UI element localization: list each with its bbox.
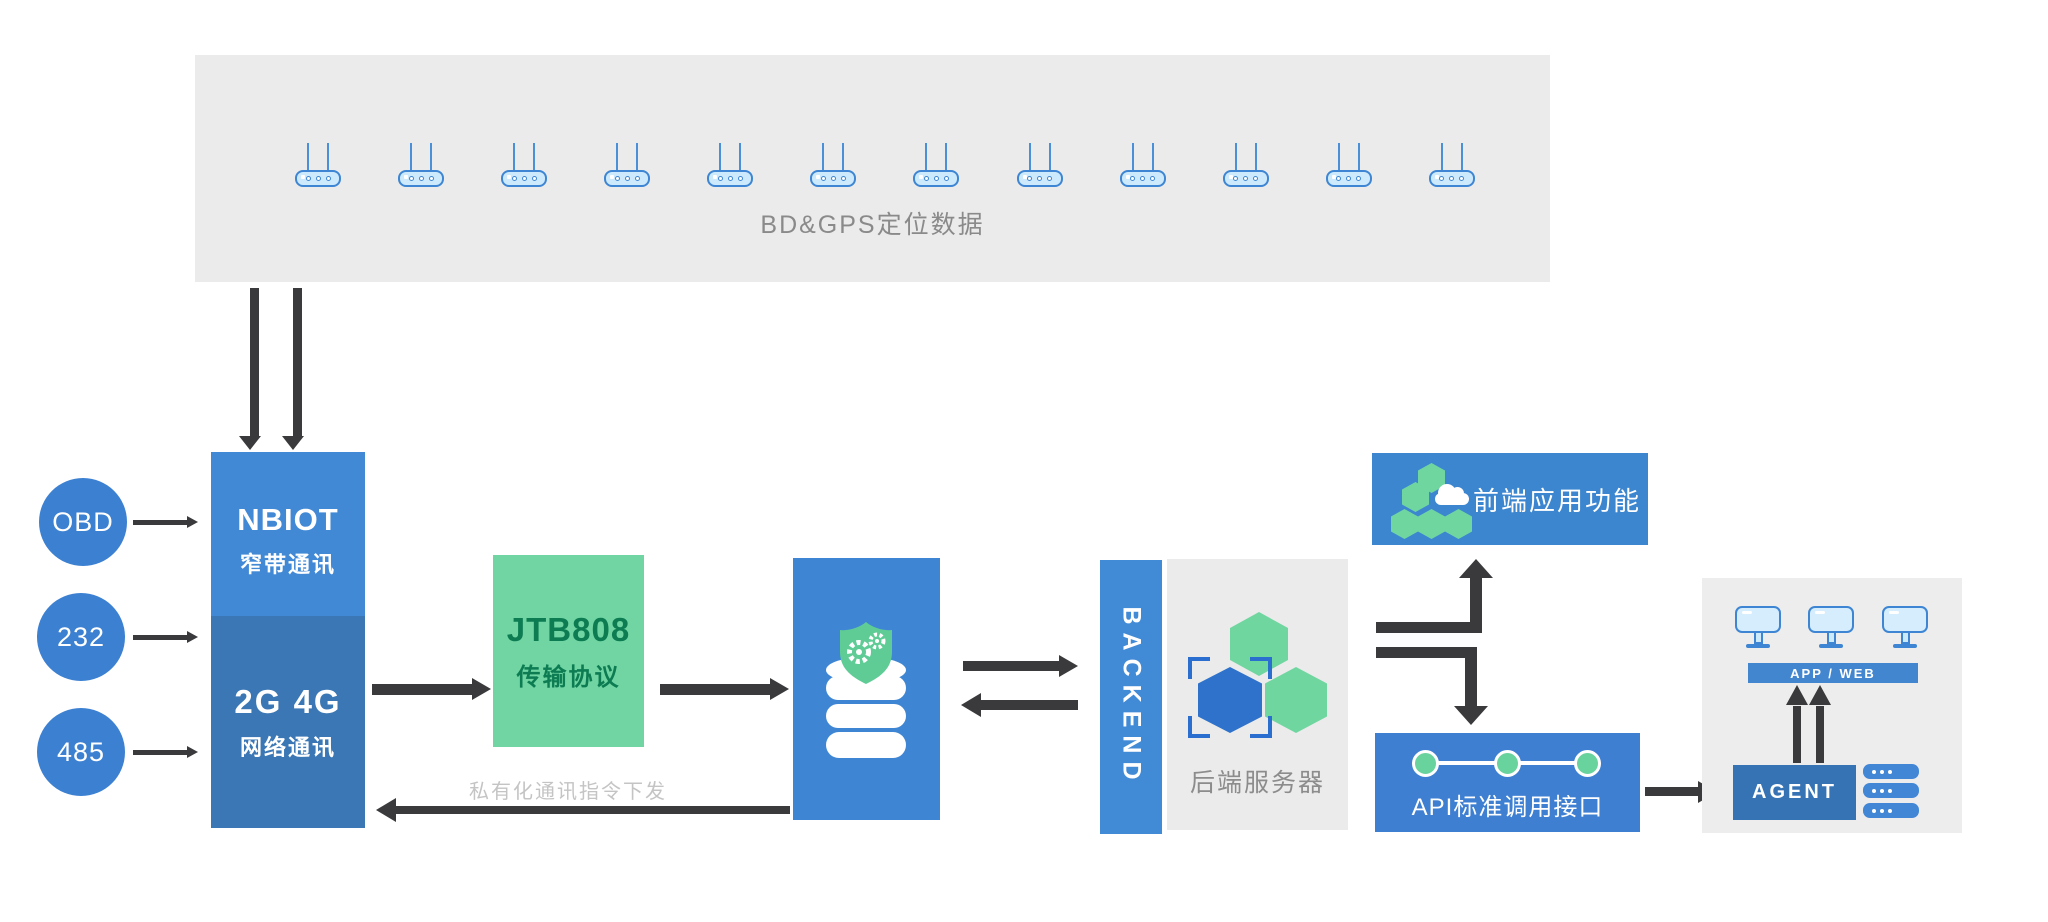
backend-server-panel: 后端服务器 — [1167, 559, 1348, 830]
server-rack-icon — [1863, 764, 1919, 779]
backend-ribbon-label: BACKEND — [1117, 606, 1146, 788]
agent-label: AGENT — [1752, 781, 1837, 803]
comm-module-box: NBIOT 窄带通讯 2G 4G 网络通讯 — [211, 452, 365, 828]
backend-caption: 后端服务器 — [1189, 769, 1325, 797]
router-icon — [398, 143, 445, 187]
router-icon — [1222, 143, 1269, 187]
nbiot-subtitle: 窄带通讯 — [239, 551, 336, 577]
monitor-icon — [1808, 606, 1854, 648]
cellular-section: 2G 4G 网络通讯 — [211, 616, 365, 828]
port-obd-label: OBD — [52, 506, 114, 537]
router-icon — [707, 143, 754, 187]
hexagon-cluster-icon — [1167, 559, 1348, 759]
port-obd: OBD — [39, 478, 127, 566]
devices-caption: BD&GPS定位数据 — [760, 211, 985, 239]
protocol-subtitle: 传输协议 — [516, 663, 621, 691]
router-icon — [604, 143, 651, 187]
client-panel: APP / WEB AGENT — [1702, 578, 1962, 833]
port-485: 485 — [37, 708, 125, 796]
nbiot-title: NBIOT — [237, 501, 339, 537]
router-icon — [1325, 143, 1372, 187]
devices-panel: BD&GPS定位数据 — [195, 55, 1550, 282]
frontend-box: 前端应用功能 — [1372, 453, 1648, 545]
protocol-box: JTB808 传输协议 — [493, 555, 644, 747]
router-icon — [810, 143, 857, 187]
app-web-label: APP / WEB — [1790, 665, 1876, 681]
api-box: API标准调用接口 — [1375, 733, 1640, 832]
port-232-label: 232 — [56, 621, 106, 652]
frontend-label: 前端应用功能 — [1472, 485, 1641, 516]
router-icon — [1119, 143, 1166, 187]
server-rack-icon — [1863, 803, 1919, 818]
port-232: 232 — [37, 593, 125, 681]
router-icon — [501, 143, 548, 187]
router-icon — [1016, 143, 1063, 187]
router-row — [295, 143, 1475, 187]
cellular-subtitle: 网络通讯 — [239, 734, 336, 760]
database-shield-icon — [826, 622, 906, 758]
agent-box: AGENT — [1733, 765, 1856, 820]
server-rack-icon — [1863, 783, 1919, 798]
router-icon — [913, 143, 960, 187]
protocol-title: JTB808 — [506, 610, 631, 648]
cubes-cloud-icon — [1372, 453, 1472, 545]
api-label: API标准调用接口 — [1411, 794, 1604, 821]
router-icon — [295, 143, 341, 187]
cellular-title: 2G 4G — [234, 682, 342, 720]
monitor-icon — [1735, 606, 1781, 648]
monitor-icon — [1882, 606, 1928, 648]
downlink-caption: 私有化通讯指令下发 — [469, 781, 667, 803]
nbiot-section: NBIOT 窄带通讯 — [211, 452, 365, 616]
port-485-label: 485 — [56, 736, 106, 767]
cloud-icon — [1435, 484, 1469, 505]
backend-ribbon: BACKEND — [1100, 560, 1162, 834]
router-icon — [1428, 143, 1475, 187]
secure-storage-box — [793, 558, 940, 820]
app-web-bar: APP / WEB — [1748, 663, 1918, 683]
